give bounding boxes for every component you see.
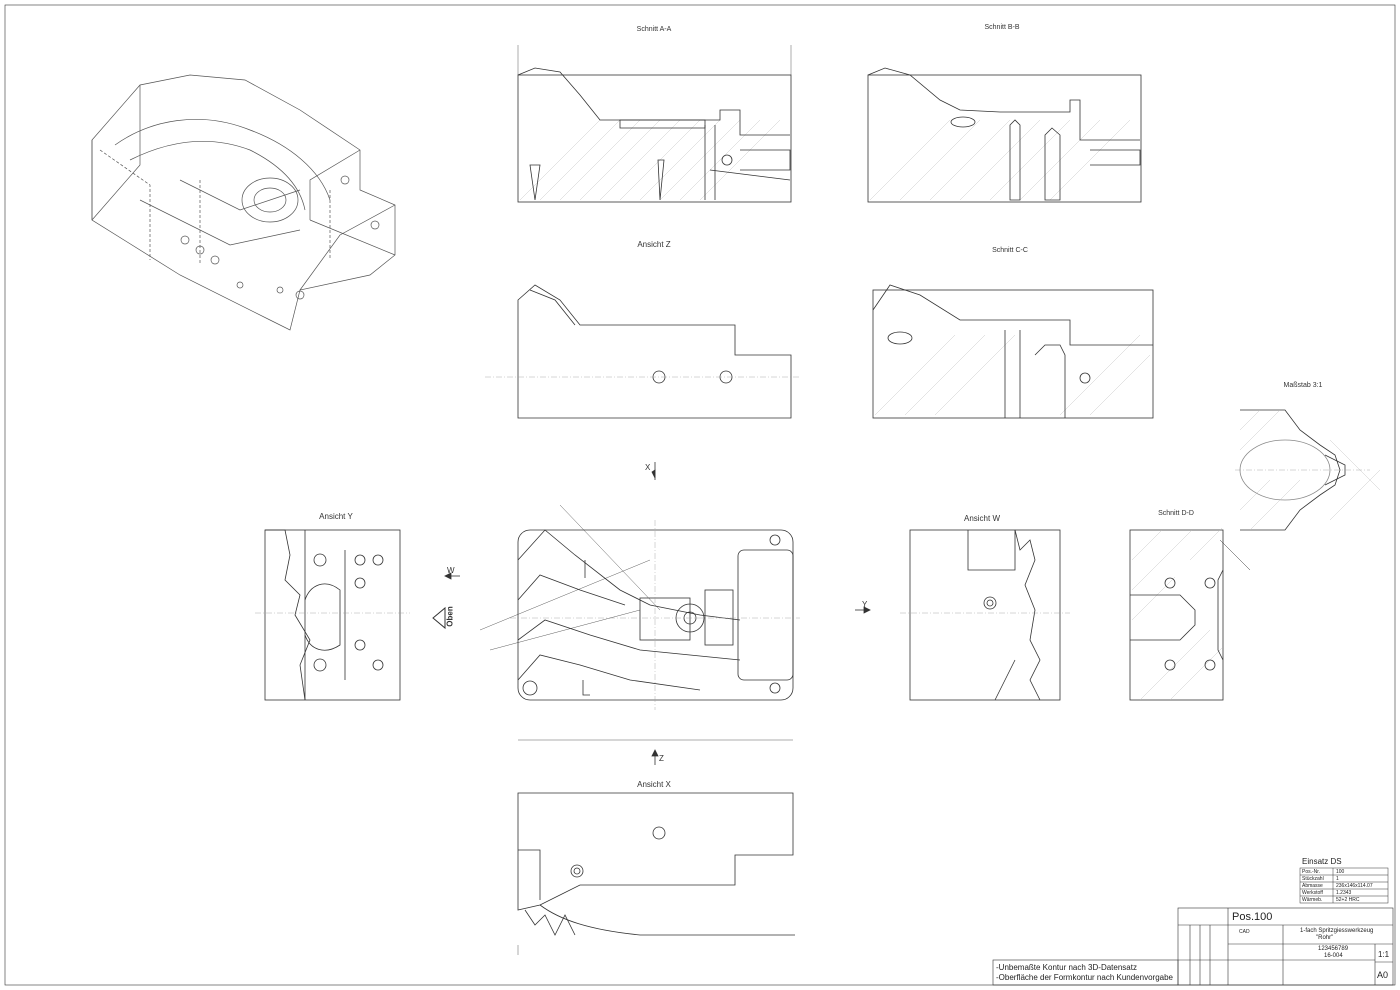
part-table-value: 100 [1336, 869, 1345, 875]
isometric-view [91, 74, 396, 331]
view-y-title: Ansicht Y [319, 512, 353, 521]
section-a-a-title: Schnitt A-A [636, 26, 672, 33]
w-arrow-label: W [447, 566, 455, 575]
part-table-key: Werkstoff [1302, 890, 1323, 896]
section-c-c-title: Schnitt C-C [992, 247, 1028, 254]
section-a-a-view [517, 45, 792, 203]
part-table-key: Stückzahl [1302, 876, 1324, 882]
section-c-c-view [872, 284, 1154, 419]
note-line-1: -Unbemaßte Kontur nach 3D-Datensatz [996, 963, 1137, 972]
y-arrow-label: Y [862, 600, 868, 609]
detail-scale-title: Maßstab 3:1 [1283, 382, 1323, 389]
scale-value: 1:1 [1378, 950, 1390, 959]
cad-label: CAD [1239, 929, 1250, 935]
view-x [517, 792, 795, 955]
view-z [485, 284, 800, 419]
drawing-number: 123456789 [1318, 946, 1349, 952]
position-label: Pos.100 [1232, 911, 1273, 923]
section-d-d-title: Schnitt D-D [1158, 510, 1194, 517]
detail-scale-view [1219, 409, 1381, 571]
z-arrow-label: Z [659, 754, 664, 763]
part-table-grid [1299, 867, 1389, 904]
view-y [255, 529, 410, 701]
tool-title-line-1: 1-fach Spritzgiesswerkzeug [1300, 928, 1374, 934]
view-z-title: Ansicht Z [637, 240, 671, 249]
view-x-title: Ansicht X [637, 780, 671, 789]
top-label: Oben [445, 606, 455, 627]
part-table-key: Wärmeb. [1302, 897, 1323, 903]
plan-view [432, 462, 871, 765]
note-line-2: -Oberfläche der Formkontur nach Kundenvo… [996, 973, 1173, 982]
part-table-key: Pos.-Nr. [1302, 869, 1321, 875]
tool-number: 16-004 [1324, 953, 1343, 959]
view-w [900, 529, 1070, 701]
view-w-title: Ansicht W [963, 514, 1001, 523]
tool-title-line-2: "Rohr" [1316, 935, 1334, 941]
section-d-d-view [1129, 527, 1224, 701]
x-arrow-label: X [645, 463, 651, 472]
part-table-key: Abmasse [1302, 883, 1323, 889]
format-value: A0 [1377, 970, 1389, 980]
part-table-value: 52+2 HRC [1336, 897, 1360, 903]
section-b-b-view [867, 67, 1142, 203]
section-b-b-title: Schnitt B-B [984, 24, 1020, 31]
part-table-value: 1.2343 [1336, 890, 1352, 896]
title-block-grid [992, 907, 1394, 986]
part-table-value: 1 [1336, 876, 1339, 882]
part-table-value: 236x146x114.07 [1336, 883, 1373, 889]
part-table-title: Einsatz DS [1302, 857, 1342, 866]
